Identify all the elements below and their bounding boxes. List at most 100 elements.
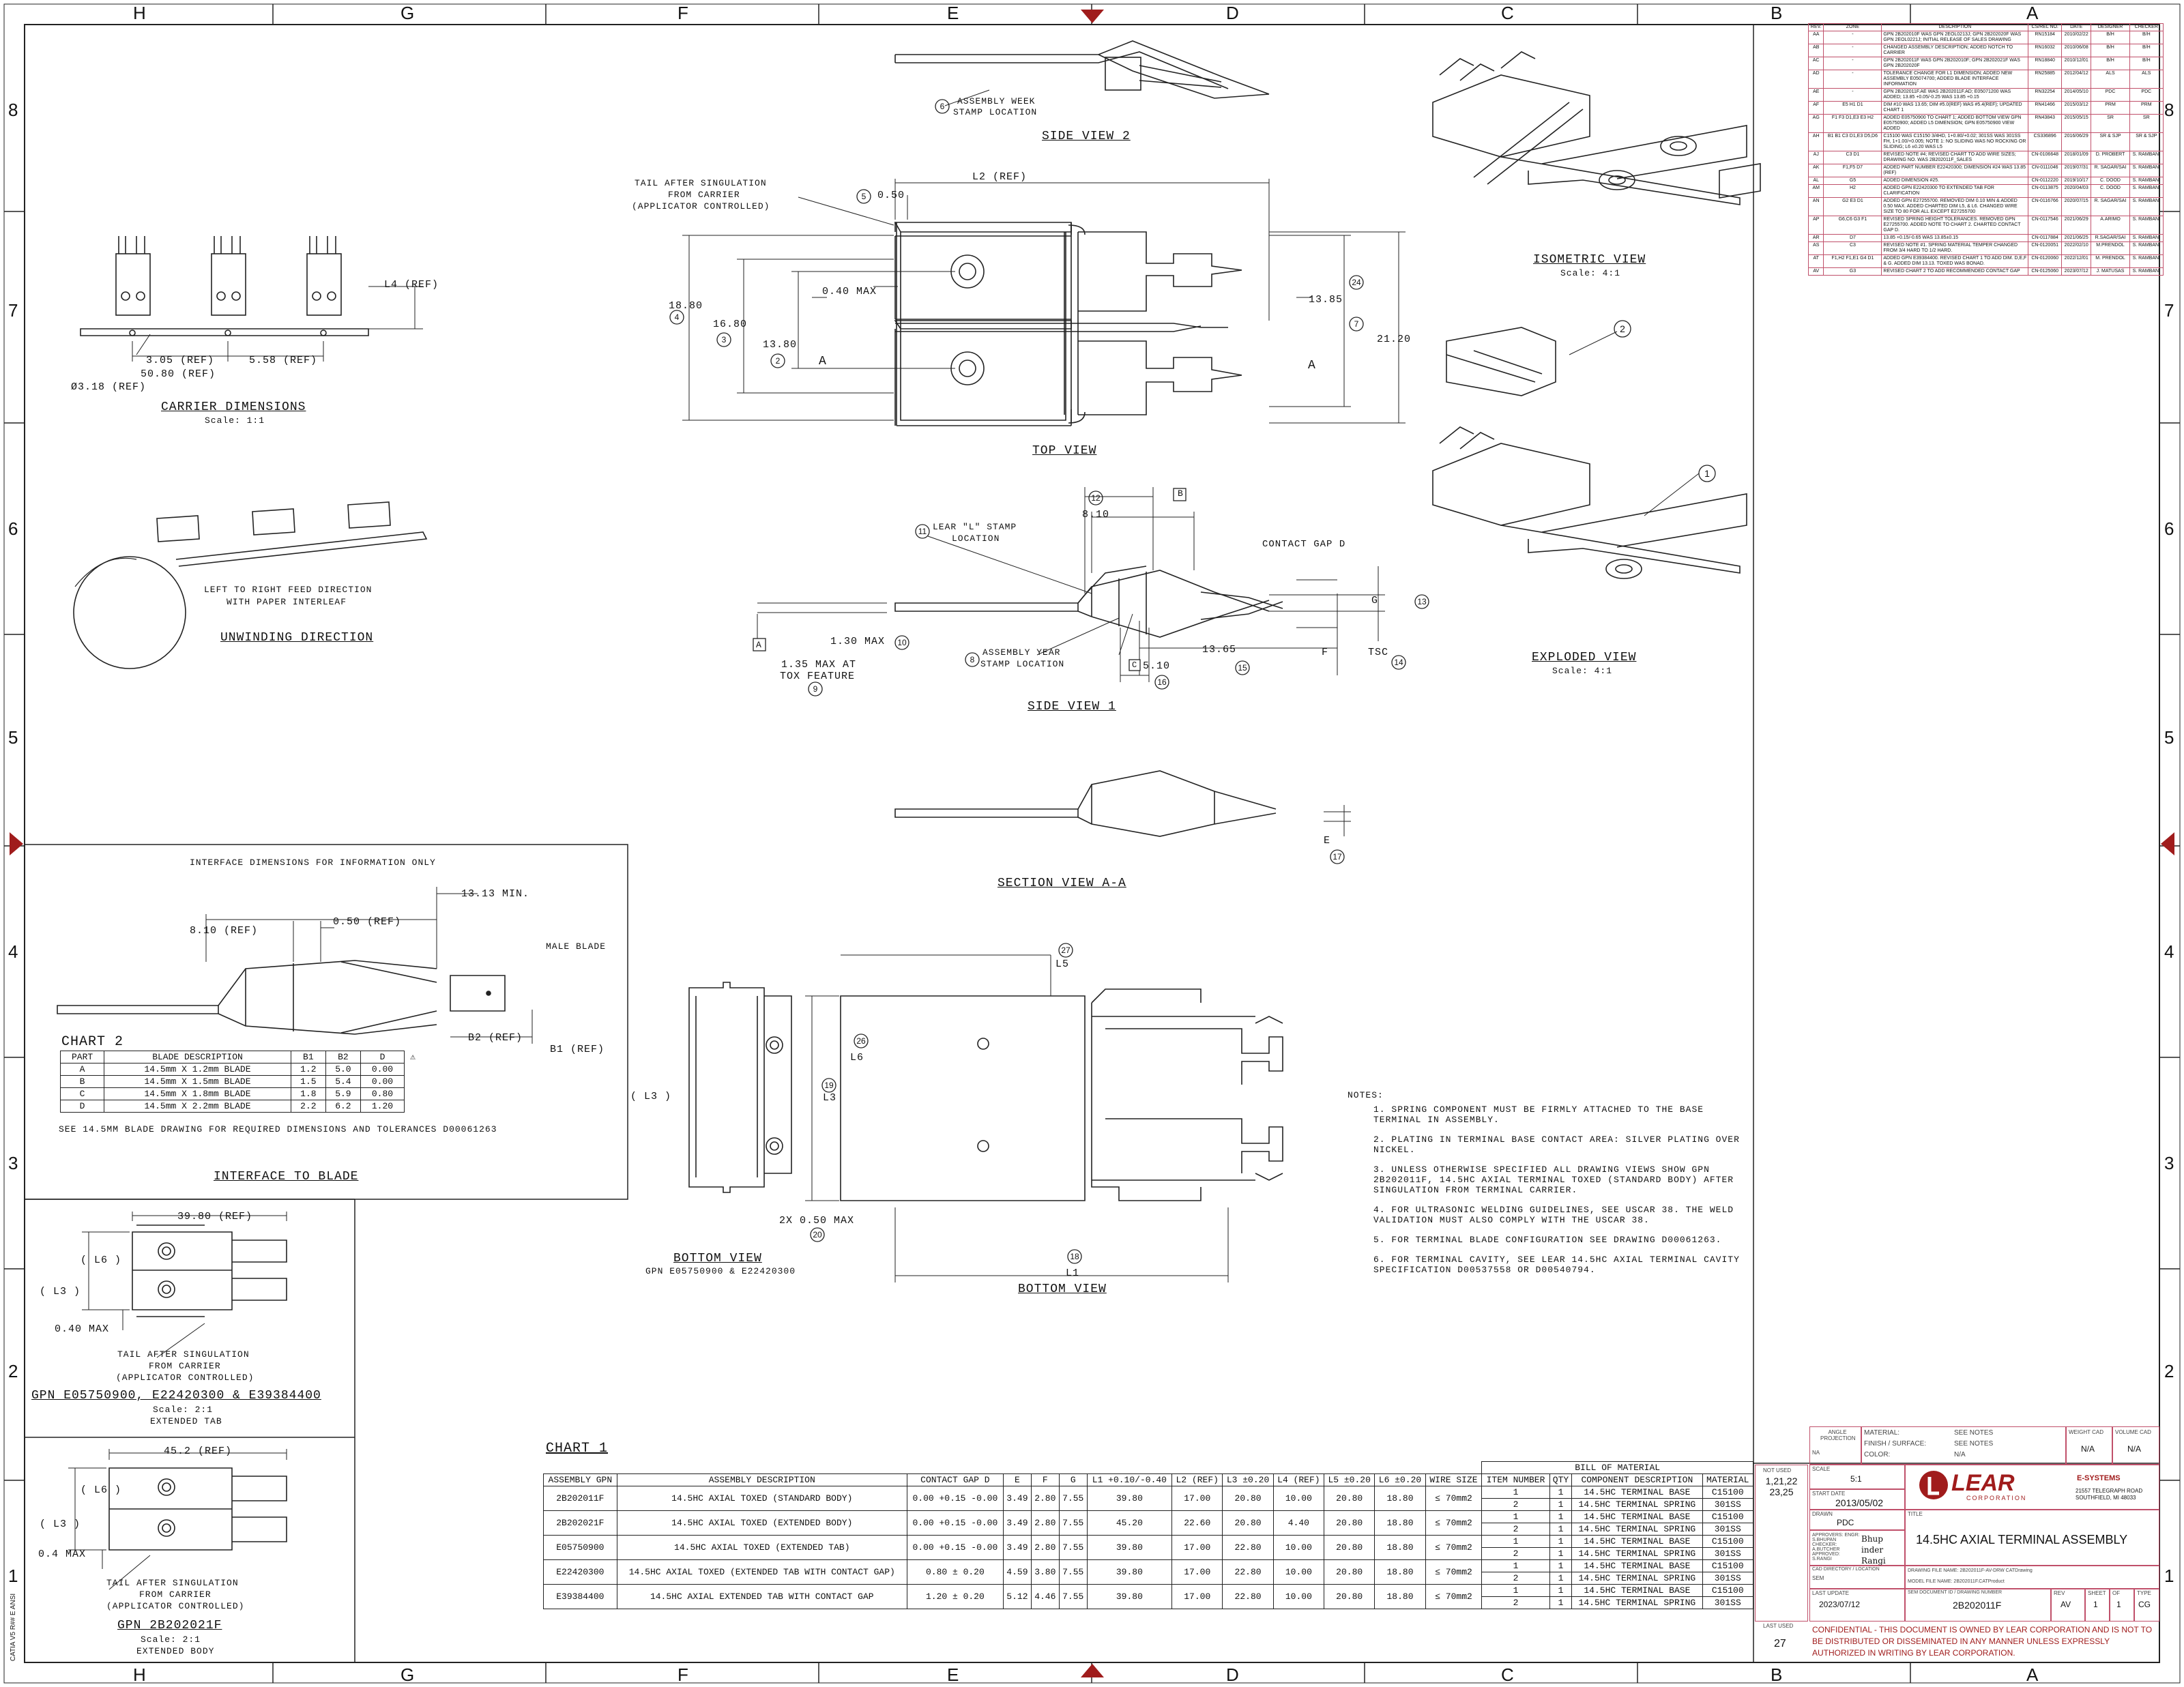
revision-cell: REVISED SPRING HEIGHT TOLERANCES. REMOVE… [1881,216,2029,235]
bom-cell: 14.5HC TERMINAL BASE [1571,1559,1703,1572]
revision-cell: AN [1807,197,1824,216]
revision-header: ZONE [1823,23,1882,31]
svg-text:5: 5 [862,192,867,201]
datum-b: B [1178,488,1184,499]
chart2-note: SEE 14.5MM BLADE DRAWING FOR REQUIRED DI… [59,1124,497,1134]
svg-text:6: 6 [940,102,945,111]
chart1-cell-e: 3.49 [1002,1535,1032,1560]
esystems-label: E-SYSTEMS [2077,1474,2121,1482]
ext-dim-040: 0.40 MAX [55,1323,110,1335]
dim-carrier-558: 5.58 (REF) [249,355,318,366]
revision-cell: F1 F3 D1,E3 E3 H2 [1823,114,1882,133]
dim-f: F [1322,647,1329,658]
chart1-header: L1 +0.10/-0.40 [1086,1473,1173,1486]
zone-label-right: 5 [2164,727,2174,748]
revision-cell: 2010/12/01 [2061,57,2092,70]
zone-label-top: D [1226,3,1239,23]
dim-l6: L6 [850,1052,864,1063]
chart1-cell-l4: 10.00 [1272,1584,1325,1609]
chart1-cell-gap: 0.80 ± 0.20 [906,1559,1004,1585]
chart1-cell-desc: 14.5HC AXIAL TOXED (EXTENDED TAB WITH CO… [616,1559,907,1585]
tail-note-2: FROM CARRIER [668,190,740,200]
signature-2: inder [1861,1545,1884,1555]
revision-cell: C3 [1823,241,1882,255]
chart1-header: CONTACT GAP D [906,1473,1004,1486]
zone-label-right: 8 [2164,100,2174,120]
chart2-cell: 14.5mm X 1.5mm BLADE [104,1075,291,1088]
dim-b2-ref: B2 (REF) [468,1032,523,1044]
scale-value: 5:1 [1850,1474,1862,1484]
chart1-cell-l5: 20.80 [1324,1584,1375,1609]
revision-cell: TOLERANCE CHANGE FOR L1 DIMENSION; ADDED… [1881,70,2029,89]
note-item: 4. FOR ULTRASONIC WELDING GUIDELINES, SE… [1373,1205,1734,1225]
revision-cell: ADDED GPN E39384400. REVISED CHART 1 TO … [1881,254,2029,268]
revision-cell: S. RAMBANI [2129,164,2164,177]
body-tail-2: FROM CARRIER [139,1589,212,1600]
confidential-notice: CONFIDENTIAL - THIS DOCUMENT IS OWNED BY… [1812,1625,2153,1658]
male-blade-label: MALE BLADE [546,941,607,952]
bom-cell: 2 [1481,1547,1550,1560]
chart1-cell-l2: 17.00 [1171,1559,1223,1585]
bom-cell: 301SS [1702,1547,1753,1560]
bom-cell: 1 [1549,1584,1573,1597]
ext-dim-3980: 39.80 (REF) [177,1211,253,1222]
chart1-cell-wire: ≤ 70mm2 [1425,1535,1483,1560]
bom-cell: C15100 [1702,1486,1753,1499]
body-tail-3: (APPLICATOR CONTROLLED) [106,1601,245,1611]
isometric-scale: Scale: 4:1 [1560,268,1621,278]
chart1-cell-g: 7.55 [1058,1510,1088,1536]
of-label: OF [2112,1590,2121,1596]
zone-label-left: 3 [8,1153,18,1173]
revision-cell: REVISED CHART 2 TO ADD RECOMMENDED CONTA… [1881,267,2029,276]
zone-label-bottom: B [1771,1664,1783,1685]
revision-cell: CN-0120051 [2028,241,2062,255]
bom-cell: 14.5HC TERMINAL SPRING [1571,1498,1703,1511]
chart1-cell-l1: 39.80 [1086,1486,1173,1511]
chart1-cell-l3: 22.80 [1222,1584,1274,1609]
chart1-header: L4 (REF) [1272,1473,1325,1486]
revision-cell: CN-0106648 [2028,151,2062,164]
revision-cell: AJ [1807,151,1824,164]
revision-cell: S. RAMBANI [2129,151,2164,164]
svg-text:27: 27 [1061,945,1071,955]
bom-header: COMPONENT DESCRIPTION [1571,1473,1703,1486]
rev-label: REV [2054,1590,2065,1596]
last-used-value: 27 [1774,1638,1786,1649]
chart1-cell-l2: 17.00 [1171,1535,1223,1560]
view-title-exploded: EXPLODED VIEW [1532,651,1637,664]
view-title-bottom-2: BOTTOM VIEW [1018,1282,1107,1296]
svg-text:11: 11 [918,527,927,536]
top-view-dimensions [682,179,1406,424]
revision-cell: AE [1807,88,1824,102]
chart2-cell: D [59,1100,105,1113]
svg-text:3: 3 [722,335,727,344]
volume-label: VOLUME CAD [2115,1429,2151,1435]
revision-header: DESIGNER [2091,23,2130,31]
lear-logo: LEAR CORPORATION [1919,1470,2055,1503]
dim-l4-ref: L4 (REF) [384,279,439,291]
svg-text:14: 14 [1394,658,1403,667]
revision-cell: CN-0117884 [2028,234,2062,242]
zone-label-bottom: E [947,1664,959,1685]
chart1-cell-f: 4.46 [1030,1584,1060,1609]
bom-cell: 1 [1481,1510,1550,1523]
chart1-cell-l3: 20.80 [1222,1510,1274,1536]
chart1-cell-l2: 17.00 [1171,1584,1223,1609]
esystems-address-2: SOUTHFIELD, MI 48033 [2076,1495,2136,1501]
bottom-view-gpn: GPN E05750900 & E22420300 [645,1266,796,1276]
warning-icon: ⚠ [410,1052,416,1062]
bom-cell: 301SS [1702,1572,1753,1585]
chart1-cell-l4: 4.40 [1272,1510,1325,1536]
chart1-cell-gap: 0.00 +0.15 -0.00 [906,1535,1004,1560]
chart1-cell-l2: 17.00 [1171,1486,1223,1511]
drawing-file-label: DRAWING FILE NAME: 2B202011F-AV-DRW CATD… [1908,1568,2033,1573]
feed-direction-2: WITH PAPER INTERLEAF [227,597,347,607]
bom-cell: 1 [1549,1510,1573,1523]
